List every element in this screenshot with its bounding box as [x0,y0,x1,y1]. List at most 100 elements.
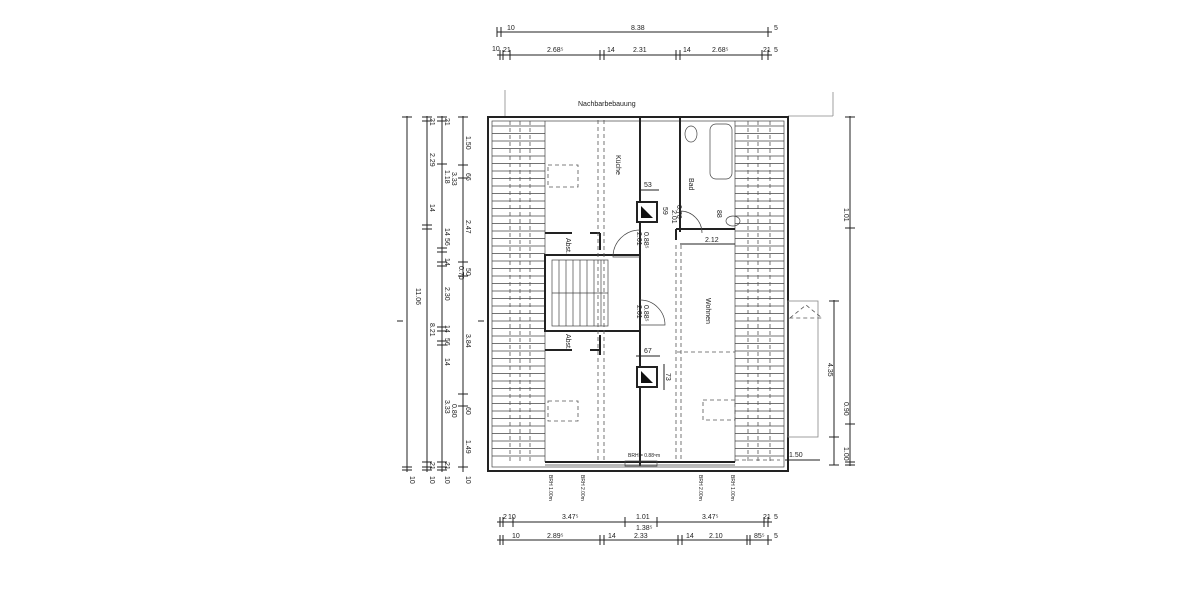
svg-text:10: 10 [464,476,471,484]
svg-text:BRH 1.00m: BRH 1.00m [729,475,735,501]
svg-text:1.00: 1.00 [842,447,849,461]
svg-text:14: 14 [443,228,450,236]
svg-text:21: 21 [428,462,435,470]
svg-text:10: 10 [408,476,415,484]
svg-text:5: 5 [774,47,778,54]
svg-text:2.47: 2.47 [464,220,471,234]
svg-text:5: 5 [774,514,778,521]
svg-text:5: 5 [774,25,778,32]
svg-text:1.50: 1.50 [464,136,471,150]
svg-text:3.47⁵: 3.47⁵ [702,514,719,521]
svg-text:2.30: 2.30 [443,287,450,301]
svg-text:8.38: 8.38 [631,25,645,32]
svg-text:BRH = 0.88⁵m: BRH = 0.88⁵m [628,453,660,459]
svg-text:10: 10 [508,514,516,521]
svg-text:5: 5 [774,533,778,540]
left-dimensions: 11.06 10 21 2.29 14 8.21 21 10 21 1.18 3… [397,116,484,484]
svg-text:8.21: 8.21 [428,323,435,337]
svg-text:56: 56 [443,238,450,246]
svg-text:85⁵: 85⁵ [754,533,765,540]
svg-text:21: 21 [428,118,435,126]
svg-text:1.18: 1.18 [443,170,450,184]
interior-walls [544,118,735,466]
svg-text:14: 14 [608,533,616,540]
right-dimensions: 1.01 0.90 1.00 4.35 1.50 [785,116,855,466]
roof-hatching-left [492,121,546,462]
svg-text:60: 60 [464,407,471,415]
svg-text:2.68⁵: 2.68⁵ [712,47,729,54]
svg-text:14: 14 [443,258,450,266]
svg-text:0.70: 0.70 [457,266,464,280]
svg-text:2.01: 2.01 [670,210,677,224]
top-dimensions: 10 8.38 5 10 21 2.68⁵ 14 2.31 14 2.68⁵ 2… [492,25,778,60]
staircase [551,259,609,327]
svg-text:4.35: 4.35 [826,363,833,377]
svg-text:0.76: 0.76 [675,205,682,219]
svg-text:2.29: 2.29 [428,153,435,167]
svg-text:BRH 2.00m: BRH 2.00m [697,475,703,501]
svg-text:14: 14 [443,325,450,333]
room-labels: Küche Bad Wohnen Abst. Abst. [564,155,711,350]
svg-text:1.01: 1.01 [842,208,849,222]
svg-text:3.84: 3.84 [464,334,471,348]
svg-text:56: 56 [443,338,450,346]
neighbour-label: Nachbarbebauung [578,101,636,108]
svg-text:10: 10 [428,476,435,484]
svg-text:10: 10 [512,533,520,540]
svg-text:2.31: 2.31 [633,47,647,54]
svg-text:10: 10 [507,25,515,32]
room-storage-bottom: Abst. [564,334,571,350]
room-living: Wohnen [704,298,711,324]
svg-text:BRH 1.00m: BRH 1.00m [547,475,553,501]
svg-text:53: 53 [644,182,652,189]
svg-text:2.01: 2.01 [635,232,642,246]
svg-text:10: 10 [443,476,450,484]
room-storage-top: Abst. [564,238,571,254]
svg-text:3.33: 3.33 [450,172,457,186]
svg-text:73: 73 [664,373,671,381]
svg-text:1.50: 1.50 [789,452,803,459]
svg-text:2.12: 2.12 [705,237,719,244]
svg-text:66: 66 [464,173,471,181]
svg-text:21: 21 [443,462,450,470]
room-kitchen: Küche [614,155,621,175]
window-labels: BRH = 0.88⁵m BRH 1.00m BRH 2.00m BRH 2.0… [547,453,735,501]
neighbour-building: Nachbarbebauung [504,90,834,117]
svg-text:2: 2 [503,514,507,521]
svg-text:59: 59 [661,207,668,215]
svg-text:2.01: 2.01 [635,305,642,319]
roof-hatching-right [734,121,784,462]
svg-text:1.01: 1.01 [636,514,650,521]
svg-text:14: 14 [686,533,694,540]
svg-text:10: 10 [492,46,500,53]
svg-text:21: 21 [763,47,771,54]
svg-text:14: 14 [607,47,615,54]
svg-text:88: 88 [715,210,722,218]
doors [612,210,703,326]
bottom-dimensions: 2 10 3.47⁵ 1.01 1.38⁵ 3.47⁵ 21 5 10 2.89… [497,514,778,545]
svg-text:0.90: 0.90 [842,402,849,416]
room-bath: Bad [687,178,694,191]
chimney-top [636,201,658,223]
svg-text:14: 14 [428,204,435,212]
svg-text:2.68⁵: 2.68⁵ [547,47,564,54]
svg-text:21: 21 [443,118,450,126]
svg-text:1.49: 1.49 [464,440,471,454]
svg-text:0.88⁵: 0.88⁵ [642,305,649,322]
svg-text:3.33: 3.33 [443,400,450,414]
svg-text:50: 50 [464,268,471,276]
building-outline [487,116,789,472]
bathroom-fixtures [684,123,741,227]
svg-text:2.89⁵: 2.89⁵ [547,533,564,540]
svg-text:67: 67 [644,348,652,355]
svg-text:0.80: 0.80 [450,404,457,418]
svg-text:11.06: 11.06 [414,288,421,305]
svg-text:0.88⁵: 0.88⁵ [642,232,649,249]
svg-text:14: 14 [443,358,450,366]
svg-text:BRH 2.00m: BRH 2.00m [579,475,585,501]
svg-text:3.47⁵: 3.47⁵ [562,514,579,521]
dashed-roof-lines [547,120,780,461]
svg-text:21: 21 [763,514,771,521]
chimney-bottom [636,366,658,388]
